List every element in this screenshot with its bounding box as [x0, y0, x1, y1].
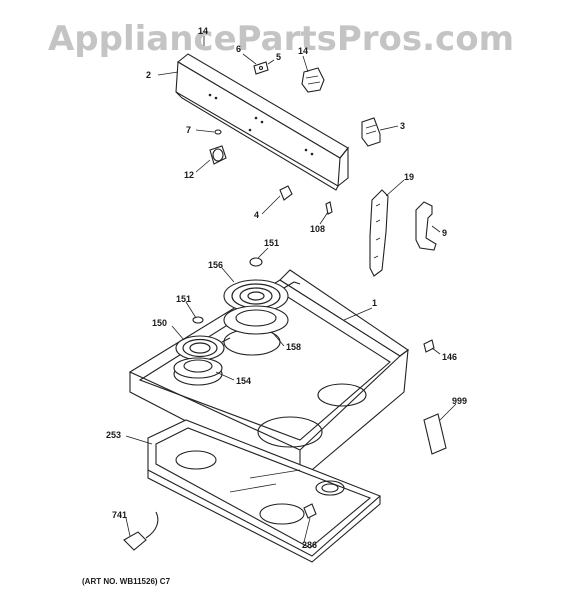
element-small-150 — [175, 335, 231, 361]
part-999-manual — [423, 413, 447, 455]
part-4-knob — [279, 185, 293, 201]
callout-1: 1 — [372, 298, 377, 308]
part-7-clip — [214, 129, 222, 135]
callout-4: 4 — [254, 210, 259, 220]
callout-9: 9 — [442, 228, 447, 238]
callout-253: 253 — [106, 430, 121, 440]
part-14-switch — [301, 67, 325, 93]
watermark-text: AppliancePartsPros.com — [48, 19, 514, 59]
callout-146: 146 — [442, 352, 457, 362]
leader-lines — [125, 36, 457, 543]
callout-158: 158 — [286, 342, 301, 352]
part-108-screw — [325, 201, 333, 215]
part-286-terminal — [303, 503, 317, 519]
callout-19: 19 — [404, 172, 414, 182]
part-741-cord — [123, 511, 159, 551]
art-number: (ART NO. WB11526) C7 — [82, 577, 171, 586]
part-6-bracket — [253, 61, 269, 75]
part-146-clip — [423, 339, 435, 353]
callout-labels: 2 14 6 5 14 7 12 3 4 108 19 9 151 156 15… — [106, 26, 467, 550]
drip-pan-158 — [223, 305, 289, 335]
callout-999: 999 — [452, 396, 467, 406]
part-3-terminal-block — [361, 117, 381, 147]
cooktop — [128, 269, 409, 482]
callout-14-top: 14 — [198, 26, 208, 36]
callout-3: 3 — [400, 121, 405, 131]
callout-5: 5 — [276, 52, 281, 62]
callout-7: 7 — [186, 125, 191, 135]
callout-151-lower: 151 — [176, 294, 191, 304]
trim-ring-151-lower — [192, 316, 204, 324]
trim-ring-151-upper — [249, 257, 263, 267]
callout-6: 6 — [236, 44, 241, 54]
part-9-hinge — [415, 201, 437, 251]
callout-2: 2 — [146, 70, 151, 80]
callout-156: 156 — [208, 260, 223, 270]
callout-150: 150 — [152, 318, 167, 328]
callout-108: 108 — [310, 224, 325, 234]
callout-12: 12 — [184, 170, 194, 180]
callout-741: 741 — [112, 510, 127, 520]
element-large-156 — [223, 279, 301, 313]
part-19-bracket — [369, 189, 389, 277]
burner-box — [147, 419, 382, 563]
callout-14: 14 — [298, 46, 308, 56]
control-panel — [175, 53, 349, 191]
callout-151-upper: 151 — [264, 238, 279, 248]
callout-286: 286 — [302, 540, 317, 550]
callout-154: 154 — [236, 376, 251, 386]
part-12-knob — [209, 145, 227, 165]
drip-pan-154 — [173, 357, 223, 379]
